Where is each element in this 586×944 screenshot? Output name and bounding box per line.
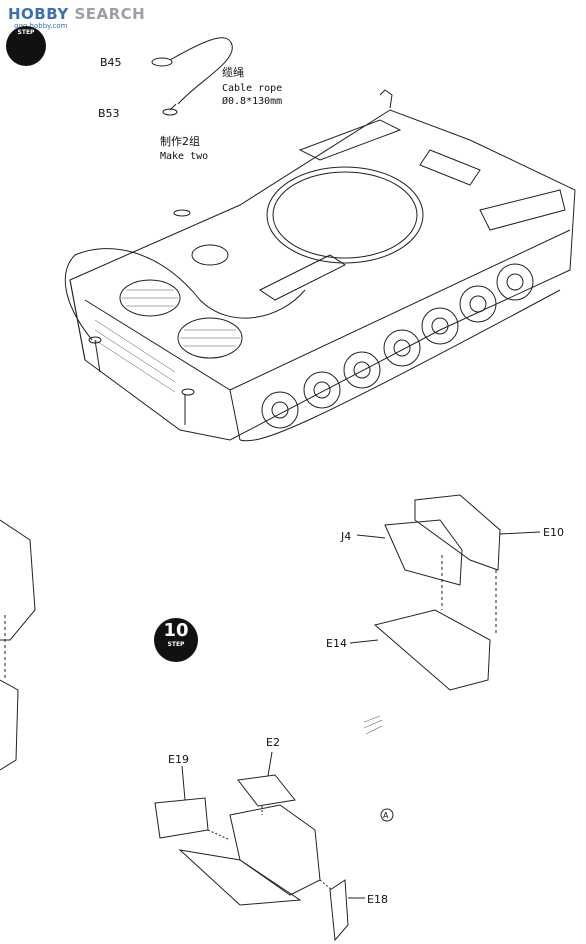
part-label-e10: E10 [543,526,564,539]
part-e18-shape [329,879,349,942]
part-e2-shape [237,774,296,807]
part-label-e18: E18 [367,893,388,906]
part-label-b45: B45 [100,56,122,69]
watermark-brand-a: HOBBY [8,5,69,23]
step-number-10: 10 [163,620,189,641]
part-label-b53: B53 [98,107,120,120]
watermark-url: ggg.hobby.com [14,22,68,30]
marker-a-label: A [383,811,389,820]
cable-name-cn: 缆绳 [222,66,244,79]
make-two-cn: 制作2组 [160,135,200,148]
step-caption-upper: STEP [17,29,35,36]
part-center-body-shape [229,804,321,896]
tank-hull-illustration [64,89,576,442]
cable-name-en: Cable rope [222,83,283,94]
cable-spec: Ø0.8*130mm [222,96,283,107]
marker-a-circle [380,808,394,822]
part-e19-shape [154,797,209,839]
part-label-e2: E2 [266,736,280,749]
step-caption-10: STEP [167,641,185,648]
watermark-logo: HOBBY SEARCH [8,5,145,23]
part-label-e14: E14 [326,637,347,650]
part-label-e19: E19 [168,753,189,766]
cable-rope-illustration [151,37,233,217]
watermark-brand-b: SEARCH [68,5,146,23]
j4-e10-e14-subassembly [349,494,541,691]
part-e10-shape [414,494,501,571]
step-badge-upper: STEP [6,26,46,66]
partial-assembly-left [0,519,36,771]
step-badge-10: 10 STEP [154,618,198,662]
make-two-en: Make two [160,151,209,162]
part-e14-shape [373,609,491,691]
e2-e19-e18-subassembly [154,751,365,942]
part-j4-shape [384,519,463,586]
hatch-mark [363,715,383,735]
part-label-j4: J4 [341,530,352,543]
